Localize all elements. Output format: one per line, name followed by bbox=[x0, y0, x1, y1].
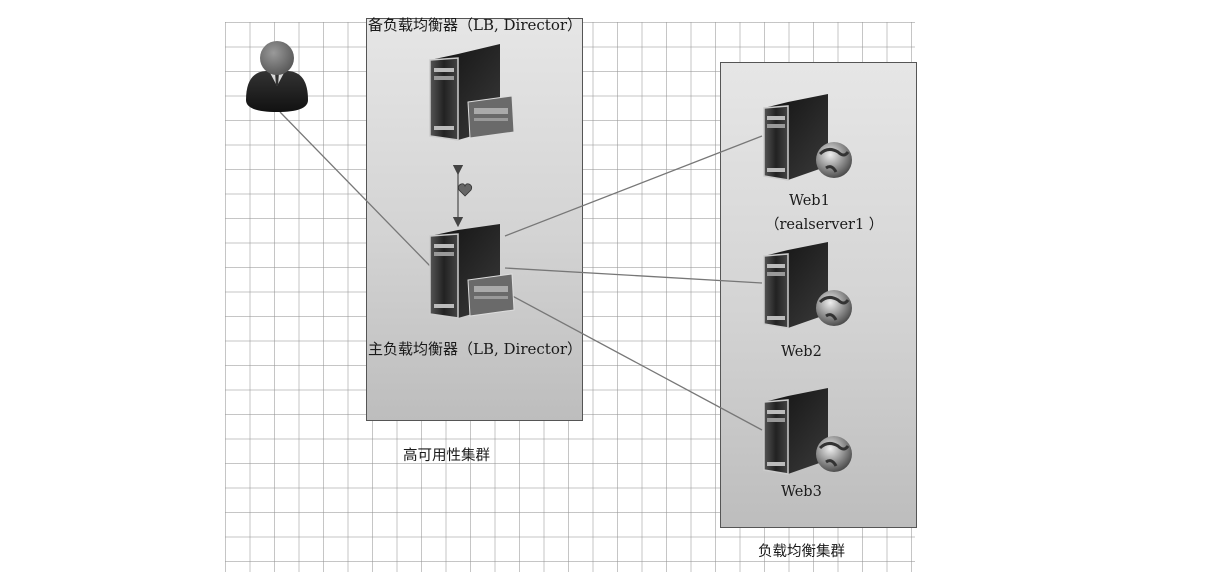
web2-server-icon bbox=[758, 242, 858, 336]
web3-server-icon bbox=[758, 388, 858, 482]
primary-lb-label: 主负载均衡器（LB, Director） bbox=[368, 340, 583, 358]
lb-cluster-caption: 负载均衡集群 bbox=[758, 544, 845, 560]
ha-cluster-caption: 高可用性集群 bbox=[403, 448, 490, 464]
user-icon bbox=[244, 38, 310, 113]
primary-lb-server-icon bbox=[422, 220, 518, 342]
web2-label: Web2 bbox=[781, 344, 822, 360]
backup-lb-label: 备负载均衡器（LB, Director） bbox=[368, 16, 583, 34]
web3-label: Web3 bbox=[781, 484, 822, 500]
backup-lb-server-icon bbox=[422, 36, 518, 158]
web1-server-icon bbox=[758, 94, 858, 188]
heartbeat-icon bbox=[457, 182, 473, 202]
web1-label: Web1 bbox=[789, 193, 830, 209]
web1-sublabel: （realserver1 ） bbox=[765, 217, 884, 233]
